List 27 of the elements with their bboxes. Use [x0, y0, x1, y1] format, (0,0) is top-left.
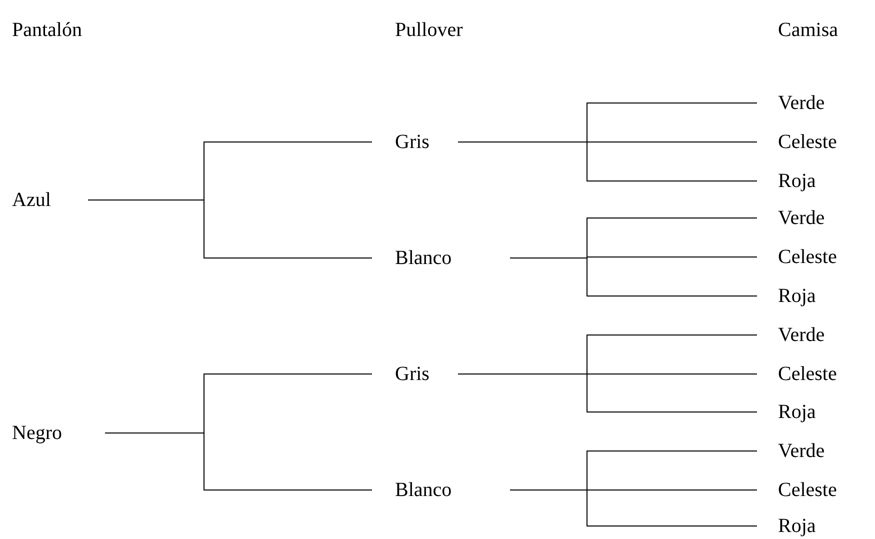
option-label: Celeste — [757, 129, 867, 155]
option-label: Roja — [757, 168, 867, 194]
option-label: Verde — [757, 205, 867, 231]
option-label: Celeste — [757, 361, 867, 387]
option-label: Verde — [757, 322, 867, 348]
connector-line — [458, 374, 758, 412]
connector-line — [510, 490, 758, 526]
option-label: Verde — [757, 438, 867, 464]
connector-line — [88, 200, 372, 258]
connector-line — [510, 258, 758, 296]
option-label: Gris — [372, 361, 458, 387]
option-label: Celeste — [757, 244, 867, 270]
option-label: Blanco — [372, 245, 510, 271]
option-label: Roja — [757, 283, 867, 309]
option-label: Blanco — [372, 477, 510, 503]
option-label: Gris — [372, 129, 458, 155]
option-label: Roja — [757, 513, 867, 539]
option-label: Celeste — [757, 477, 867, 503]
option-label: Roja — [757, 399, 867, 425]
connector-line — [104, 432, 372, 490]
option-label: Verde — [757, 90, 867, 116]
option-label: Negro — [12, 420, 105, 446]
connector-line — [458, 142, 758, 182]
option-label: Azul — [12, 187, 88, 213]
column-heading: Pantalón — [12, 18, 82, 43]
column-heading: Camisa — [778, 18, 838, 43]
column-heading: Pullover — [395, 18, 463, 43]
